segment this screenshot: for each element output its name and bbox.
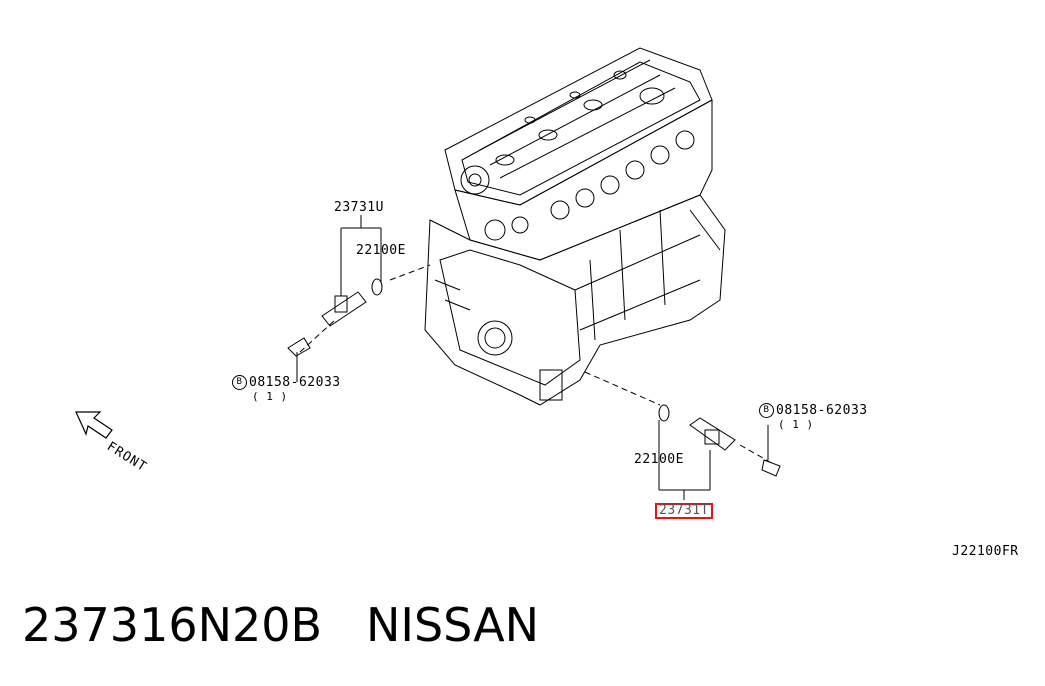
label-left-qty: ( 1 )	[252, 390, 288, 403]
left-bolt-shape	[287, 337, 311, 357]
left-oring-shape	[371, 278, 383, 296]
right-bolt-shape	[761, 459, 781, 477]
part-title: 237316N20B NISSAN	[22, 598, 540, 652]
left-bolt-part: 08158-62033	[249, 375, 341, 390]
left-sensor-assembly	[287, 215, 431, 382]
right-sensor-assembly	[584, 371, 781, 500]
label-right-oring: 22100E	[634, 452, 684, 467]
engine-diagram	[75, 47, 781, 500]
diagram-code: J22100FR	[952, 544, 1019, 559]
left-sensor-shape	[321, 291, 367, 327]
front-arrow-icon	[75, 411, 113, 439]
right-sensor-shape	[689, 417, 736, 451]
label-left-sensor: 23731U	[334, 200, 384, 215]
engine-block	[424, 47, 726, 406]
bolt-marker-icon: B	[232, 375, 247, 390]
label-right-qty: ( 1 )	[778, 418, 814, 431]
right-oring-shape	[658, 404, 670, 422]
bolt-marker-icon: B	[759, 403, 774, 418]
label-right-sensor-highlight: 23731T	[655, 503, 713, 519]
right-bolt-part: 08158-62033	[776, 403, 868, 418]
label-left-oring: 22100E	[356, 243, 406, 258]
